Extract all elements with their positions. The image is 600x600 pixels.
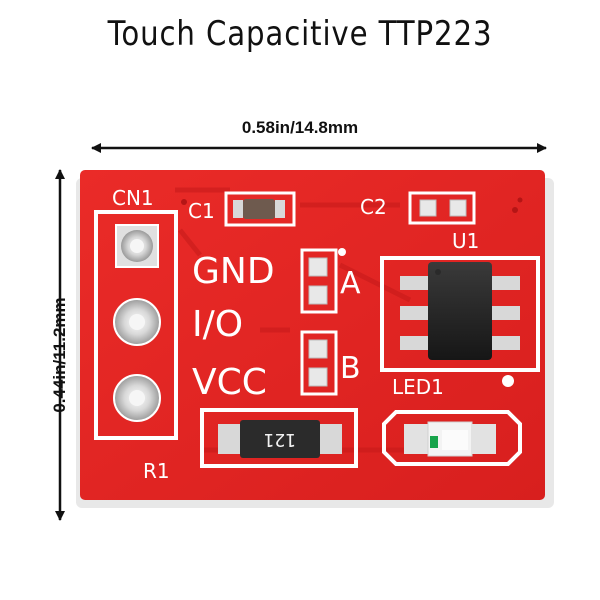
label-jumper-b: B xyxy=(340,351,361,386)
resistor-marking: 121 xyxy=(264,429,297,450)
header-pad-vcc xyxy=(113,374,161,422)
header-pad-gnd xyxy=(115,224,159,268)
label-led1: LED1 xyxy=(392,375,444,399)
header-pad-io xyxy=(113,298,161,346)
label-c2: C2 xyxy=(360,195,387,219)
label-c1: C1 xyxy=(188,199,215,223)
label-cn1: CN1 xyxy=(112,186,154,210)
width-dimension-label: 0.58in/14.8mm xyxy=(241,118,359,137)
label-jumper-a: A xyxy=(340,266,361,301)
jumper-a-pads xyxy=(300,248,346,314)
label-r1: R1 xyxy=(143,459,170,483)
label-vcc: VCC xyxy=(192,362,267,403)
capacitor-c2-pads xyxy=(408,191,476,225)
capacitor-c1 xyxy=(224,191,296,227)
page-title: Touch Capacitive TTP223 xyxy=(107,14,493,54)
led1 xyxy=(382,410,522,466)
label-u1: U1 xyxy=(452,229,479,253)
resistor-r1: 121 xyxy=(200,408,358,468)
connector-outline xyxy=(94,210,178,440)
ic-u1 xyxy=(380,256,540,372)
label-gnd: GND xyxy=(192,251,275,292)
jumper-b-pads xyxy=(300,330,338,396)
label-io: I/O xyxy=(192,304,243,345)
